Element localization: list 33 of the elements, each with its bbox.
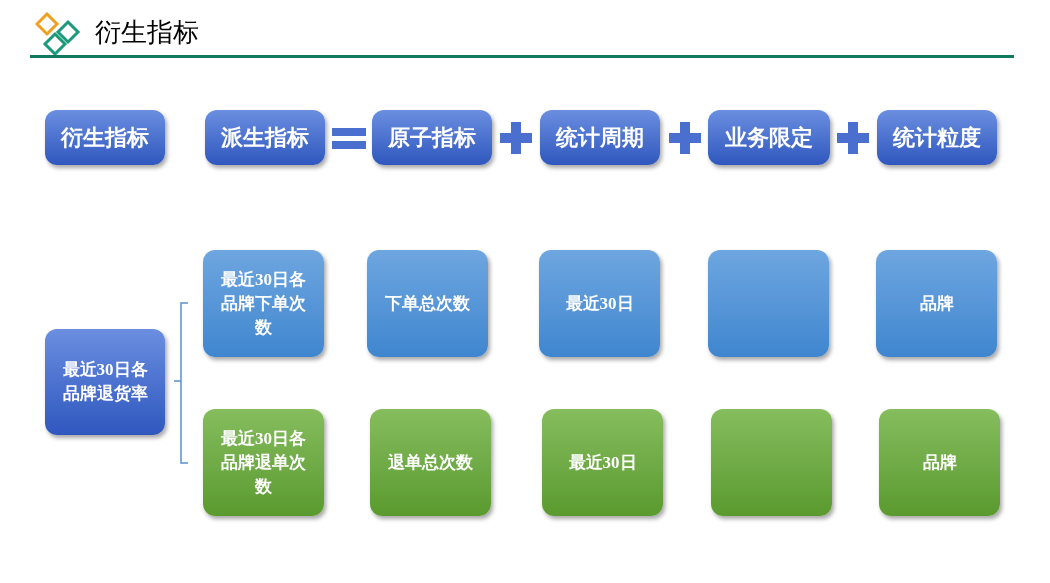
rounded-box bbox=[708, 110, 830, 165]
node-label: 最近30日各品牌下单次数 bbox=[220, 268, 307, 339]
rounded-box bbox=[876, 250, 997, 357]
rounded-box bbox=[539, 250, 660, 357]
rounded-box bbox=[45, 329, 165, 435]
rounded-box bbox=[372, 110, 492, 165]
node-label: 下单总次数 bbox=[385, 292, 470, 315]
node-label: 统计周期 bbox=[556, 123, 644, 152]
rounded-box bbox=[367, 250, 488, 357]
rounded-box bbox=[877, 110, 997, 165]
rounded-box bbox=[542, 409, 663, 516]
rounded-box bbox=[203, 250, 324, 357]
empty-box bbox=[711, 409, 832, 516]
rounded-box bbox=[370, 409, 491, 516]
page-title: 衍生指标 bbox=[95, 16, 199, 49]
node-label: 退单总次数 bbox=[388, 451, 473, 474]
node-label: 最近30日各品牌退货率 bbox=[61, 359, 149, 405]
rounded-box bbox=[203, 409, 324, 516]
node-label: 最近30日 bbox=[568, 451, 637, 474]
rounded-box bbox=[45, 110, 165, 165]
node-label: 最近30日各品牌退单次数 bbox=[220, 427, 307, 498]
rounded-box bbox=[205, 110, 325, 165]
rounded-box bbox=[879, 409, 1000, 516]
rounded-box bbox=[540, 110, 660, 165]
node-label: 品牌 bbox=[922, 451, 957, 474]
empty-box bbox=[708, 250, 829, 357]
node-label: 衍生指标 bbox=[61, 123, 149, 152]
node-label: 最近30日 bbox=[565, 292, 634, 315]
node-label: 品牌 bbox=[919, 292, 954, 315]
node-label: 业务限定 bbox=[725, 123, 813, 152]
node-label: 派生指标 bbox=[221, 123, 309, 152]
node-label: 统计粒度 bbox=[893, 123, 981, 152]
node-label: 原子指标 bbox=[388, 123, 476, 152]
